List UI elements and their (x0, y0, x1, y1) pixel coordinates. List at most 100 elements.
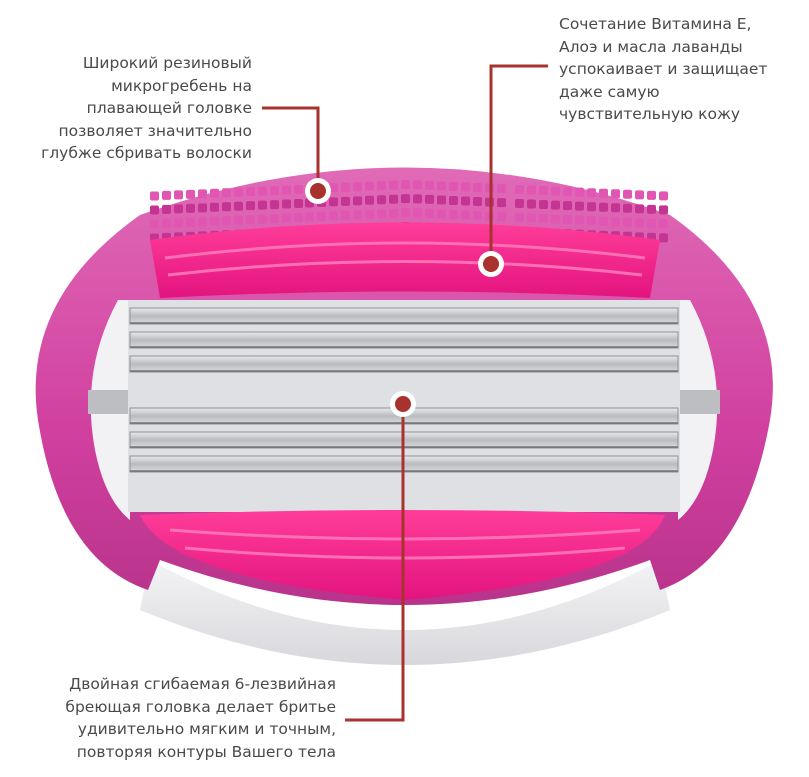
cartridge-base (140, 560, 670, 665)
callout-line: удивительно мягким и точным, (77, 720, 336, 738)
comb-nub (587, 202, 596, 212)
comb-nub (659, 205, 668, 215)
comb-nub (599, 188, 608, 198)
callout-markers (305, 178, 504, 417)
comb-nub (401, 180, 410, 190)
comb-nub (389, 208, 398, 218)
comb-nub (389, 180, 398, 190)
comb-nub (186, 217, 195, 227)
comb-nub (647, 218, 656, 228)
callout-vitamin-text: Сочетание Витамина Е, Алоэ и масла лаван… (559, 13, 767, 126)
comb-nub (353, 196, 362, 206)
comb-nub (473, 197, 482, 207)
comb-nub (497, 198, 506, 208)
comb-nub (305, 212, 314, 222)
comb-nub (437, 195, 446, 205)
callout-line: успокаивает и защищает (559, 60, 768, 78)
comb-nub (563, 187, 572, 197)
comb-nub (282, 185, 291, 195)
comb-nub (611, 217, 620, 227)
comb-nub (329, 197, 338, 207)
comb-nub (162, 190, 171, 200)
comb-nub (551, 186, 560, 196)
callout-line: Широкий резиновый (82, 54, 252, 72)
blade (129, 355, 679, 373)
comb-nub (210, 188, 219, 198)
comb-nub (515, 198, 524, 208)
comb-nub (341, 182, 350, 192)
comb-nub (317, 211, 326, 221)
comb-nub (150, 191, 159, 201)
callout-line: даже самую (559, 82, 660, 101)
comb-nub (437, 181, 446, 191)
comb-nub (575, 215, 584, 225)
comb-nub (539, 200, 548, 210)
lubricating-strip-top (150, 222, 660, 298)
comb-nub (186, 189, 195, 199)
comb-nub (329, 211, 338, 221)
comb-nub (623, 203, 632, 213)
marker-blades (390, 391, 416, 417)
comb-nub (497, 212, 506, 222)
marker-vitamin (478, 251, 504, 277)
callout-line: бреющая головка делает бритье (65, 697, 336, 716)
comb-nub (437, 209, 446, 219)
comb-nub (234, 187, 243, 197)
comb-nub (635, 190, 644, 200)
comb-nub (473, 211, 482, 221)
comb-nub (234, 215, 243, 225)
callout-line: глубже сбривать волоски (41, 144, 252, 162)
comb-nub (659, 191, 668, 201)
comb-nub (198, 217, 207, 227)
comb-nub (551, 214, 560, 224)
marker-microcomb (305, 178, 331, 204)
comb-nub (635, 218, 644, 228)
comb-nub (527, 199, 536, 209)
comb-nub (515, 184, 524, 194)
comb-nub (210, 202, 219, 212)
comb-nub (575, 187, 584, 197)
comb-nub (623, 189, 632, 199)
comb-nub (587, 188, 596, 198)
comb-nub (425, 180, 434, 190)
comb-nub (258, 200, 267, 210)
comb-nub (449, 181, 458, 191)
comb-nub (270, 200, 279, 210)
blade (129, 307, 679, 325)
comb-nub (611, 189, 620, 199)
comb-nub (413, 194, 422, 204)
comb-nub (389, 194, 398, 204)
blade (129, 331, 679, 349)
comb-nub (341, 196, 350, 206)
comb-nub (647, 190, 656, 200)
comb-nub (563, 215, 572, 225)
callout-line: Алоэ и масла лаванды (559, 37, 743, 56)
comb-nub (413, 180, 422, 190)
comb-nub (282, 199, 291, 209)
callout-blades-text: Двойная сгибаемая 6-лезвийная бреющая го… (65, 673, 336, 763)
comb-nub (294, 184, 303, 194)
comb-nub (587, 216, 596, 226)
callout-line: Сочетание Витамина Е, (559, 15, 752, 33)
comb-nub (575, 201, 584, 211)
comb-nub (222, 202, 231, 212)
leader-line-blades (345, 406, 405, 722)
comb-nub (282, 213, 291, 223)
comb-nub (377, 195, 386, 205)
comb-nub (258, 214, 267, 224)
comb-nub (563, 201, 572, 211)
comb-nub (497, 184, 506, 194)
comb-nub (551, 200, 560, 210)
comb-nub (222, 188, 231, 198)
callout-line: повторяя контуры Вашего тела (76, 742, 336, 761)
comb-nub (246, 187, 255, 197)
comb-nub (150, 205, 159, 215)
comb-nub (461, 196, 470, 206)
callout-line: Двойная сгибаемая 6-лезвийная (69, 675, 336, 693)
comb-nub (623, 217, 632, 227)
callout-line: чувствительную кожу (559, 105, 741, 123)
comb-nub (198, 203, 207, 213)
blade-stack (129, 307, 679, 473)
comb-nub (162, 218, 171, 228)
comb-nub (401, 194, 410, 204)
